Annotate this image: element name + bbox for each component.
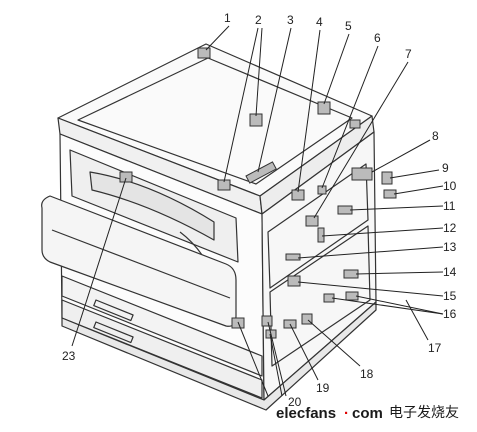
leader-3 (257, 27, 292, 173)
components (119, 47, 397, 339)
callout-7: 7 (405, 47, 412, 61)
leader-16 (355, 295, 444, 315)
callout-23: 23 (62, 349, 76, 363)
leader-11 (349, 205, 444, 211)
cassette-2 (61, 299, 263, 399)
leader-20a (267, 321, 287, 397)
leader-8 (371, 139, 431, 173)
part-3 (245, 161, 277, 184)
callout-8: 8 (432, 129, 439, 143)
leader-21 (237, 321, 269, 397)
part-12 (317, 227, 325, 243)
front-panel (41, 195, 237, 327)
watermark: elecfans · com 电子发烧友 (276, 405, 459, 422)
part-8 (351, 167, 373, 181)
callout-14: 14 (443, 265, 457, 279)
platen-frame (77, 57, 353, 185)
cassette-handle-1 (93, 299, 134, 322)
leader-5 (323, 33, 350, 105)
part-13 (285, 253, 301, 261)
callout-18: 18 (360, 367, 374, 381)
copier-outline (41, 43, 377, 411)
part-5 (317, 101, 331, 115)
part-23 (119, 171, 133, 183)
leader-20b (269, 333, 283, 397)
watermark-cn: 电子发烧友 (389, 405, 459, 421)
part-11b (337, 205, 353, 215)
part-14 (343, 269, 359, 279)
callout-15: 15 (443, 289, 457, 303)
callout-5: 5 (345, 19, 352, 33)
callout-9: 9 (442, 161, 449, 175)
callout-11: 11 (443, 199, 456, 213)
leader-10 (393, 185, 444, 195)
callout-2: 2 (255, 13, 262, 27)
leader-12 (321, 227, 444, 237)
callout-12: 12 (443, 221, 457, 235)
callout-3: 3 (287, 13, 294, 27)
part-1 (197, 47, 211, 59)
leader-6 (321, 45, 379, 189)
callout-4: 4 (316, 15, 323, 29)
part-15 (287, 275, 301, 287)
callout-16: 16 (443, 307, 457, 321)
leader-16b (331, 297, 444, 315)
leader-18 (307, 319, 361, 367)
callout-20: 20 (288, 395, 302, 409)
part-18 (301, 313, 313, 325)
part-20a (261, 315, 273, 327)
callout-13: 13 (443, 240, 457, 254)
leader-4 (297, 29, 321, 193)
part-6 (317, 185, 327, 195)
watermark-site: elecfans (276, 405, 336, 422)
cassette-handle-2 (93, 321, 134, 344)
part-11a (305, 215, 319, 227)
leader-2b (223, 27, 259, 183)
leader-14 (355, 271, 444, 275)
leader-1 (205, 25, 230, 51)
leader-15 (297, 281, 444, 297)
part-7 (349, 119, 361, 129)
leader-lines (71, 25, 444, 397)
callout-1: 1 (224, 11, 231, 25)
leader-7 (313, 61, 409, 219)
callout-10: 10 (443, 179, 457, 193)
watermark-domain: com (352, 405, 383, 422)
front-panel-line (51, 229, 231, 299)
leader-9 (389, 169, 440, 179)
callout-6: 6 (374, 31, 381, 45)
callout-19: 19 (316, 381, 330, 395)
callout-17: 17 (428, 341, 442, 355)
callout-labels: 1 2 3 4 5 6 7 8 9 10 11 12 13 14 15 16 1… (62, 11, 457, 409)
leader-13 (297, 246, 444, 259)
base (61, 301, 377, 411)
watermark-dot: · (344, 405, 349, 422)
cassette-1 (61, 275, 263, 377)
leader-2a (255, 27, 263, 117)
leader-23 (71, 177, 127, 347)
leader-19 (289, 323, 319, 381)
leader-17 (405, 299, 429, 341)
